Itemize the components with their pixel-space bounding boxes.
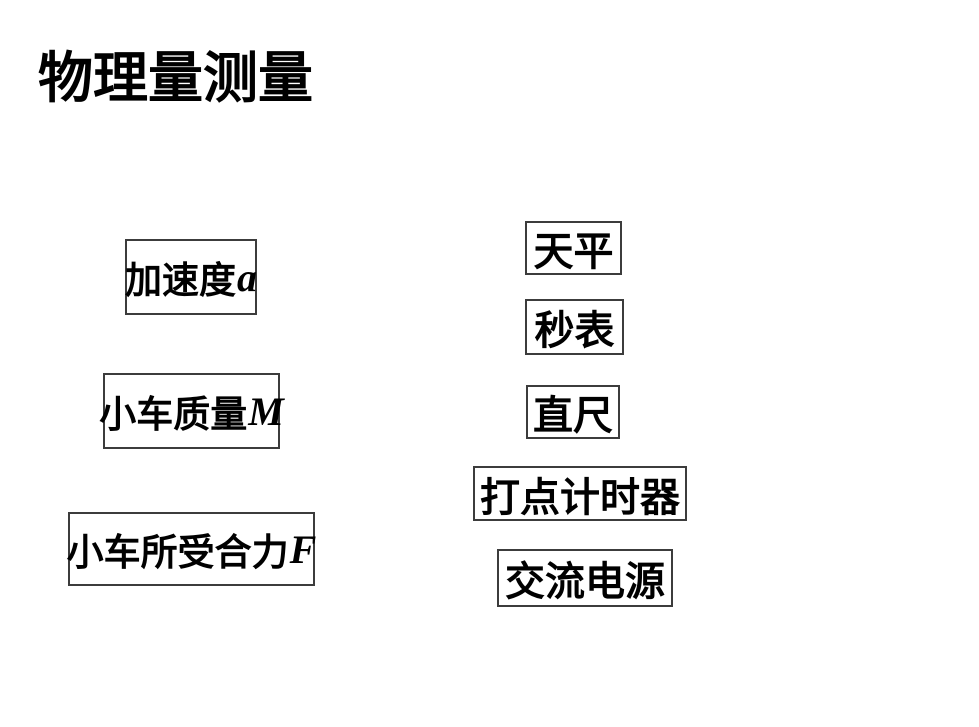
page-title: 物理量测量 (38, 47, 314, 109)
instrument-label: 打点计时器 (480, 475, 680, 520)
quantity-label: 小车质量 (99, 394, 248, 435)
quantity-symbol: F (289, 526, 317, 572)
instrument-box-balance: 天平 (525, 221, 622, 275)
instrument-box-stopwatch: 秒表 (525, 299, 624, 355)
instrument-label: 直尺 (533, 394, 613, 438)
instrument-label: 交流电源 (505, 560, 665, 604)
instrument-label: 天平 (533, 230, 614, 274)
quantity-symbol: M (248, 388, 284, 434)
instrument-box-ac-power: 交流电源 (497, 549, 673, 607)
instrument-box-ticker-timer: 打点计时器 (473, 466, 687, 521)
instrument-box-ruler: 直尺 (526, 385, 620, 439)
quantity-label: 加速度 (125, 260, 236, 301)
quantity-symbol: a (237, 254, 257, 300)
instrument-label: 秒表 (534, 309, 615, 353)
quantity-label: 小车所受合力 (66, 532, 289, 573)
